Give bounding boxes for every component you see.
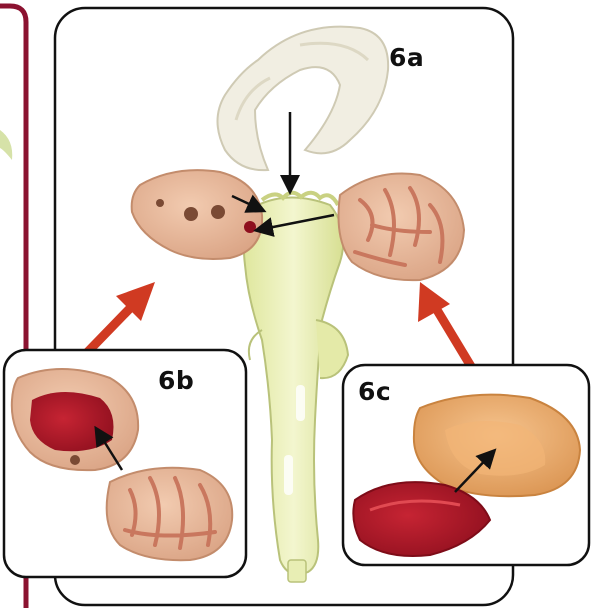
background-leaf-fragment — [0, 130, 12, 160]
label-6a: 6a — [389, 43, 424, 72]
inset-6b — [4, 350, 246, 577]
label-6c: 6c — [358, 377, 391, 406]
right-hemisphere-part — [339, 174, 465, 281]
label-6b: 6b — [158, 366, 194, 395]
